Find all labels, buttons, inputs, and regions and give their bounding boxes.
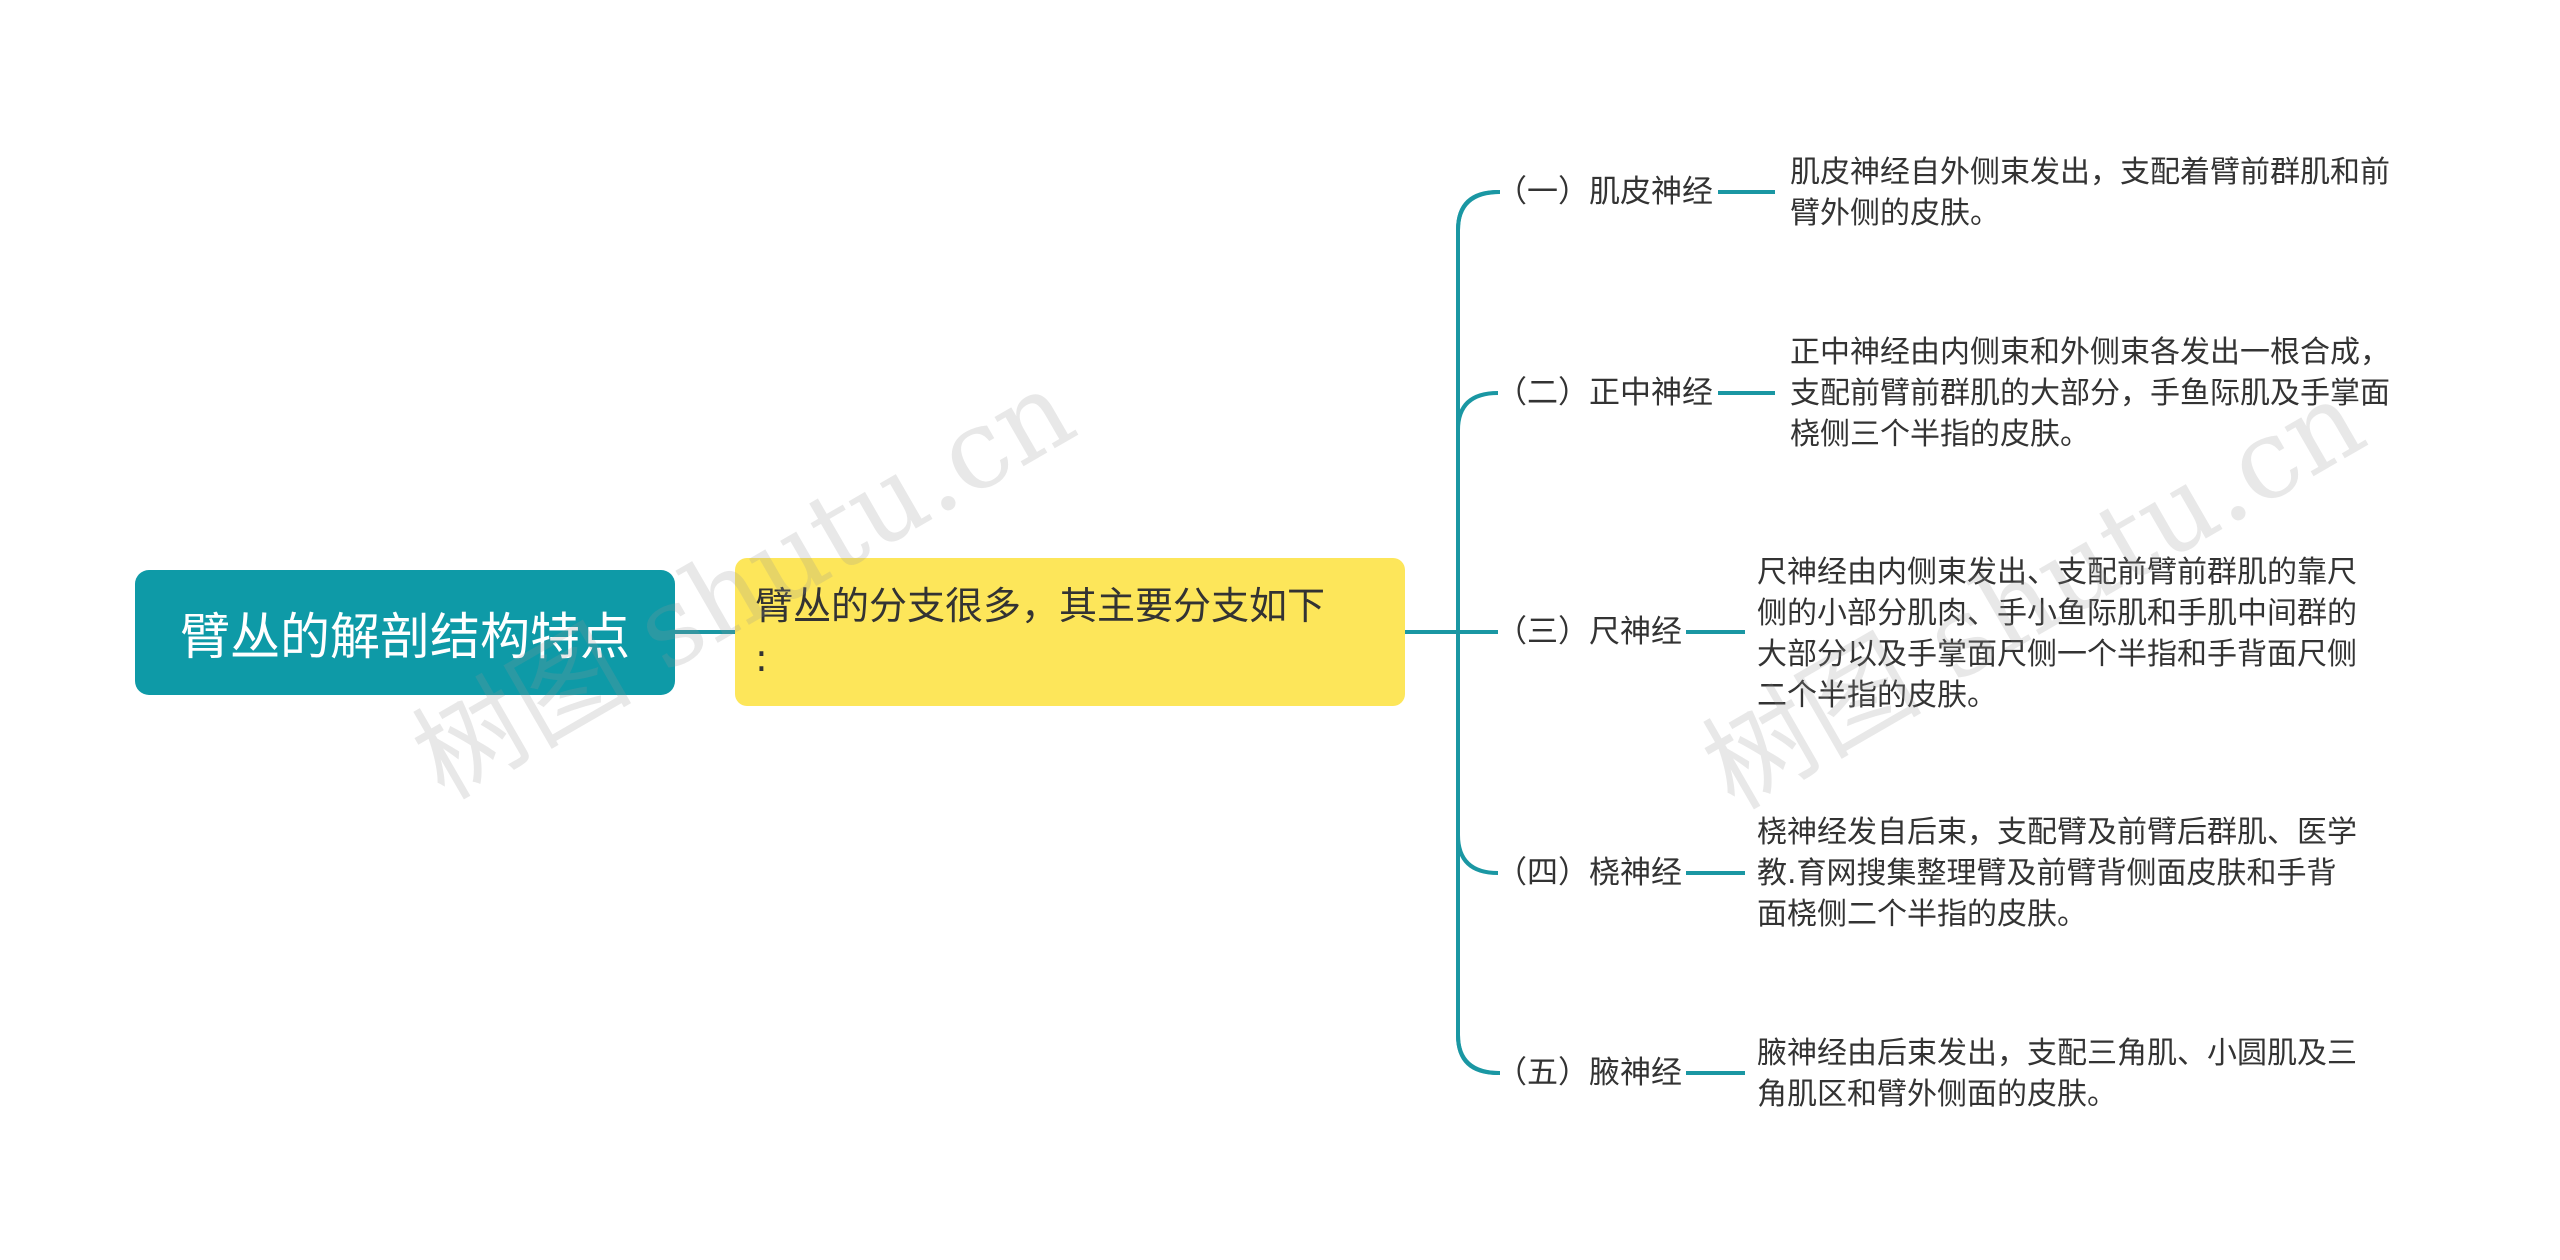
- connector-branch-4: [1456, 834, 1499, 875]
- branch-desc-ulnar[interactable]: 尺神经由内侧束发出、支配前臂前群肌的靠尺 侧的小部分肌肉、手小鱼际肌和手肌中间群…: [1757, 552, 2357, 716]
- subtopic-branches-intro[interactable]: 臂丛的分支很多，其主要分支如下 :: [735, 558, 1405, 706]
- desc-line: 臂外侧的皮肤。: [1790, 196, 2000, 231]
- branch-desc-musculocutaneous[interactable]: 肌皮神经自外侧束发出，支配着臂前群肌和前 臂外侧的皮肤。: [1790, 152, 2390, 234]
- desc-line: 大部分以及手掌面尺侧一个半指和手背面尺侧: [1757, 637, 2357, 672]
- branch-label-ulnar[interactable]: （三）尺神经: [1496, 614, 1682, 650]
- desc-line: 尺神经由内侧束发出、支配前臂前群肌的靠尺: [1757, 555, 2357, 590]
- connector-branch-5: [1456, 1034, 1499, 1075]
- desc-line: 肌皮神经自外侧束发出，支配着臂前群肌和前: [1790, 155, 2390, 190]
- desc-line: 腋神经由后束发出，支配三角肌、小圆肌及三: [1757, 1036, 2357, 1071]
- desc-line: 面桡侧二个半指的皮肤。: [1757, 897, 2087, 932]
- desc-line: 角肌区和臂外侧面的皮肤。: [1757, 1077, 2117, 1112]
- desc-line: 桡神经发自后束，支配臂及前臂后群肌、医学: [1757, 815, 2357, 850]
- desc-line: 支配前臂前群肌的大部分，手鱼际肌及手掌面: [1790, 376, 2390, 411]
- branch-label-musculocutaneous[interactable]: （一）肌皮神经: [1496, 174, 1713, 210]
- desc-line: 教.育网搜集整理臂及前臂背侧面皮肤和手背: [1757, 856, 2337, 891]
- branch-label-median[interactable]: （二）正中神经: [1496, 375, 1713, 411]
- desc-line: 侧的小部分肌肉、手小鱼际肌和手肌中间群的: [1757, 596, 2357, 631]
- desc-line: 正中神经由内侧束和外侧束各发出一根合成，: [1790, 335, 2390, 370]
- branch-desc-radial[interactable]: 桡神经发自后束，支配臂及前臂后群肌、医学 教.育网搜集整理臂及前臂背侧面皮肤和手…: [1757, 812, 2357, 935]
- connector-branch-2: [1456, 391, 1499, 431]
- subtopic-label-line-1: 臂丛的分支很多，其主要分支如下: [755, 584, 1326, 628]
- branch-desc-median[interactable]: 正中神经由内侧束和外侧束各发出一根合成， 支配前臂前群肌的大部分，手鱼际肌及手掌…: [1790, 332, 2390, 455]
- branch-label-radial[interactable]: （四）桡神经: [1496, 855, 1682, 891]
- root-topic[interactable]: 臂丛的解剖结构特点: [135, 570, 675, 695]
- branch-label-axillary[interactable]: （五）腋神经: [1496, 1055, 1682, 1091]
- branch-desc-axillary[interactable]: 腋神经由后束发出，支配三角肌、小圆肌及三 角肌区和臂外侧面的皮肤。: [1757, 1033, 2357, 1115]
- desc-line: 二个半指的皮肤。: [1757, 678, 1997, 713]
- subtopic-label-line-2: :: [755, 636, 768, 680]
- root-topic-label: 臂丛的解剖结构特点: [180, 607, 630, 666]
- connector-branch-1: [1456, 190, 1499, 231]
- desc-line: 桡侧三个半指的皮肤。: [1790, 417, 2090, 452]
